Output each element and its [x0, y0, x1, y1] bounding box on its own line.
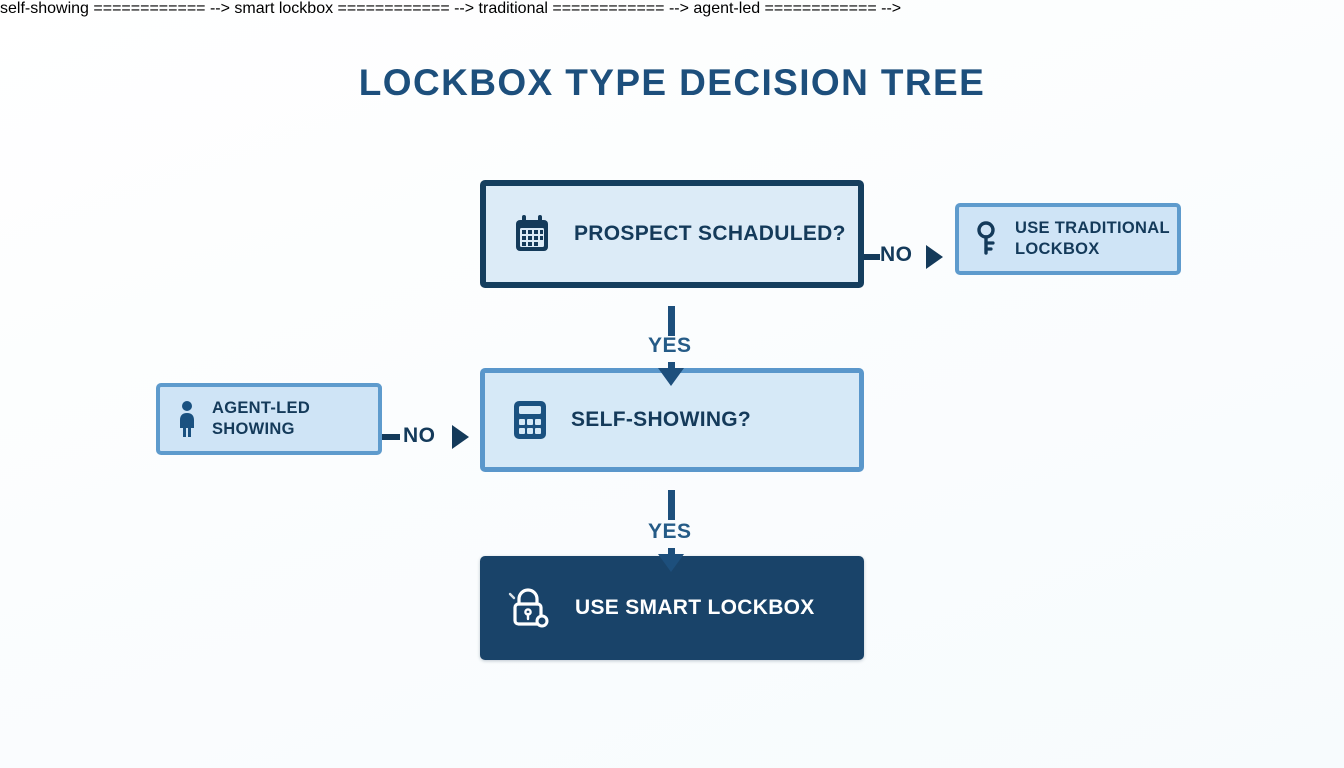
node-use-smart-lockbox[interactable]: Use Smart Lockbox — [480, 556, 864, 660]
edge-line — [668, 306, 675, 336]
node-traditional-label: Use Traditional Lockbox — [1015, 219, 1170, 258]
arrow-right-icon — [926, 245, 943, 269]
person-icon — [176, 400, 198, 438]
arrow-down-icon — [658, 368, 684, 386]
edge-line — [382, 434, 400, 440]
key-icon — [975, 221, 1001, 257]
node-prospect-label: Prospect Schaduled? — [574, 221, 846, 245]
arrow-right-icon — [452, 425, 469, 449]
node-smart-label: Use Smart Lockbox — [575, 595, 815, 619]
node-prospect-scheduled[interactable]: Prospect Schaduled? — [480, 180, 864, 288]
edge-label-yes-2: Yes — [648, 520, 692, 543]
edge-line — [864, 254, 880, 260]
node-use-traditional-lockbox[interactable]: Use Traditional Lockbox — [955, 203, 1181, 275]
edge-label-no-1: No — [880, 243, 913, 266]
keypad-icon — [511, 399, 549, 441]
arrow-down-icon — [658, 554, 684, 572]
node-agent-led-showing[interactable]: Agent-Led Showing — [156, 383, 382, 455]
page-title: Lockbox Type Decision Tree — [358, 62, 986, 103]
node-agentled-label: Agent-Led Showing — [212, 399, 311, 438]
node-selfshowing-label: Self-Showing? — [571, 407, 752, 431]
edge-line — [668, 490, 675, 520]
calendar-icon — [512, 214, 552, 254]
edge-label-no-2: No — [403, 424, 436, 447]
smart-padlock-icon — [507, 585, 551, 631]
edge-label-yes-1: Yes — [648, 334, 692, 357]
